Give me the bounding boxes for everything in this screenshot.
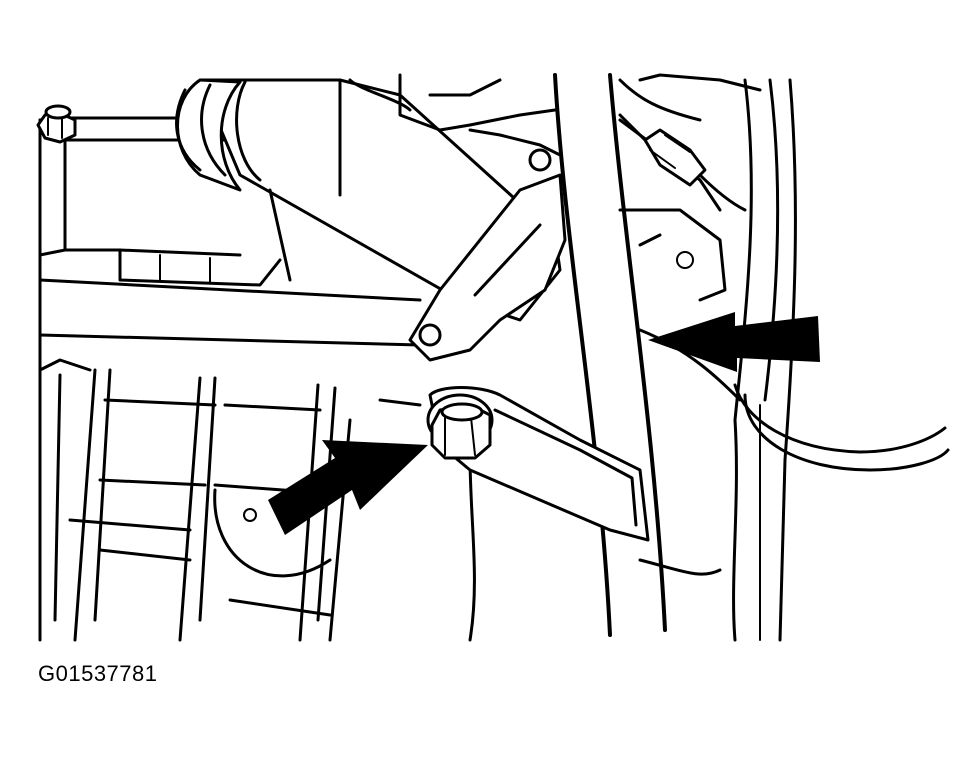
bolt-arrow <box>268 440 428 535</box>
right-tubing <box>732 78 950 642</box>
figure-code: G01537781 <box>38 661 158 686</box>
intake-pipe <box>175 78 567 362</box>
block-bolt <box>36 104 77 144</box>
bolt-head <box>430 402 492 460</box>
vertical-pipe <box>553 73 667 637</box>
line-fitting <box>618 113 747 212</box>
bracket-arrow <box>648 312 820 372</box>
